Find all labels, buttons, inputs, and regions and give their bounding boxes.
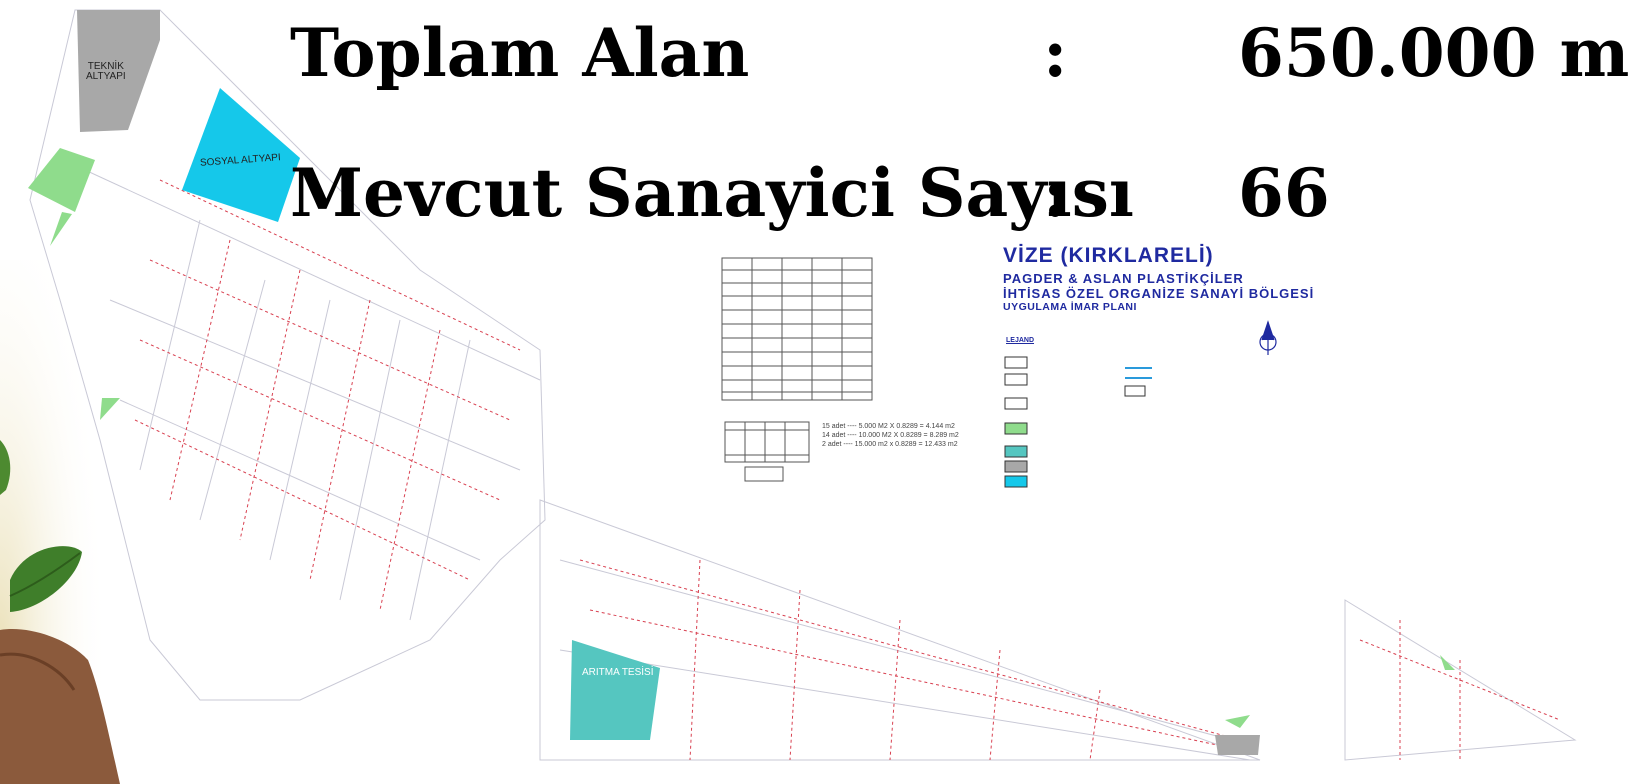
legend-title: LEJAND	[1006, 337, 1035, 344]
plan-subtitle: PAGDER & ASLAN PLASTİKÇİLER	[1003, 271, 1244, 286]
small-gray-block	[1215, 735, 1260, 755]
leaf-icon	[0, 440, 11, 495]
plot-note: 14 adet ---- 10.000 M2 X 0.8289 = 8.289 …	[822, 432, 959, 439]
teknik-altyapi-label: TEKNİK ALTYAPI	[86, 61, 126, 82]
zoning-plan-map	[28, 9, 1577, 761]
total-area-colon: :	[1043, 14, 1068, 92]
slide: 15 adet ---- 5.000 M2 X 0.8289 = 4.144 m…	[0, 9, 1629, 784]
green-area	[1440, 655, 1455, 670]
plot-notes: 15 adet ---- 5.000 M2 X 0.8289 = 4.144 m…	[822, 422, 959, 449]
hand-icon	[0, 629, 120, 784]
plot-note: 15 adet ---- 5.000 M2 X 0.8289 = 4.144 m…	[822, 423, 955, 430]
green-area	[28, 148, 95, 212]
green-area	[100, 398, 120, 420]
green-area	[50, 212, 72, 246]
north-arrow-icon	[1259, 320, 1277, 355]
plot-note: 2 adet ---- 15.000 m2 x 0.8289 = 12.433 …	[822, 441, 958, 448]
legend-block	[1004, 356, 1152, 488]
plan-subtitle: İHTİSAS ÖZEL ORGANİZE SANAYİ BÖLGESİ	[1003, 286, 1315, 301]
area-table	[724, 421, 810, 482]
total-area-value: 650.000 m	[1238, 14, 1629, 92]
plan-subtitle: UYGULAMA İMAR PLANI	[1003, 301, 1137, 313]
teknik-altyapi-zone	[77, 10, 160, 132]
industrialists-label: Mevcut Sanayici Sayısı	[290, 154, 1134, 232]
leaf-hand-illustration	[0, 260, 120, 784]
green-area	[1225, 715, 1250, 728]
aritma-tesisi-label: ARITMA TESİSİ	[582, 667, 654, 678]
plan-title-block: VİZE (KIRKLARELİ) PAGDER & ASLAN PLASTİK…	[1003, 244, 1314, 313]
leaf-icon	[10, 546, 82, 612]
industrialists-colon: :	[1043, 154, 1068, 232]
total-area-label: Toplam Alan	[290, 14, 750, 92]
aritma-tesisi-zone	[570, 640, 660, 740]
plan-title: VİZE (KIRKLARELİ)	[1003, 244, 1214, 267]
industrialists-value: 66	[1238, 154, 1330, 232]
sosyal-altyapi-zone	[182, 88, 300, 222]
parcel-table	[721, 257, 873, 401]
